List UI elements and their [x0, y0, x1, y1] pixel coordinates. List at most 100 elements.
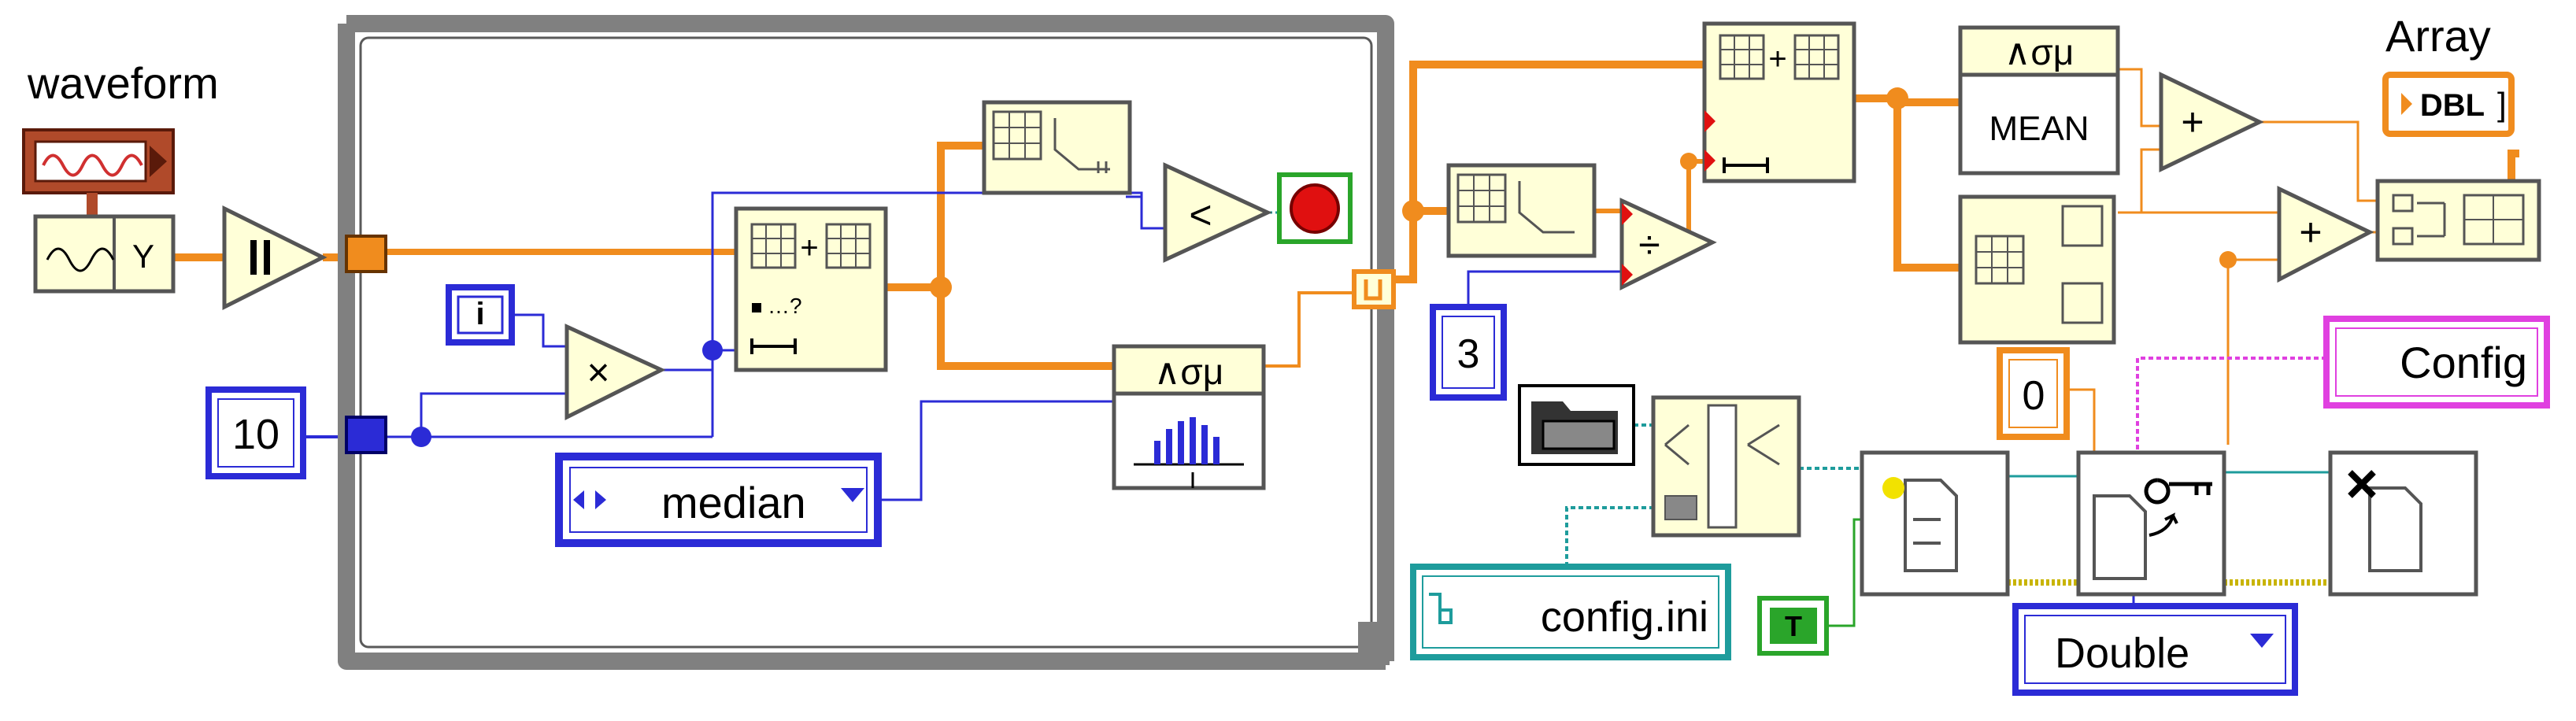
- file-close-icon: [2368, 486, 2422, 572]
- divide-node[interactable]: ÷: [1619, 198, 1717, 291]
- zero-value: 0: [2023, 373, 2045, 419]
- less-glyph: <: [1189, 193, 1212, 237]
- add-glyph-1: +: [2181, 100, 2204, 144]
- less-than-node[interactable]: <: [1163, 162, 1272, 263]
- divide-glyph: ÷: [1638, 223, 1660, 267]
- stats-glyph: ∧σμ: [1154, 351, 1224, 392]
- add-node-2[interactable]: +: [2277, 186, 2374, 283]
- section-value: Config: [2400, 338, 2527, 387]
- waveform-connector: [87, 193, 98, 216]
- wire-to-build2: [1409, 61, 1704, 211]
- ellipsis-glyph: …?: [768, 294, 802, 318]
- y-component-label: Y: [132, 238, 154, 275]
- file-icon: [2093, 494, 2147, 580]
- path-constant[interactable]: config.ini: [1410, 564, 1731, 660]
- mean-stats-glyph: ∧σμ: [2004, 31, 2074, 72]
- waveform-control[interactable]: [22, 128, 175, 194]
- waveform-icon: [42, 153, 143, 177]
- add-glyph-2: +: [2299, 210, 2322, 254]
- close-config-node[interactable]: [2328, 450, 2478, 597]
- build-array-node[interactable]: + …?: [734, 206, 888, 372]
- junction-dot: [1402, 200, 1424, 222]
- build-path-node[interactable]: [1651, 395, 1801, 538]
- loop-count-constant[interactable]: 10: [205, 386, 306, 479]
- svg-text:]: ]: [2497, 86, 2507, 123]
- wire-to-stats: [937, 287, 1114, 370]
- junction-dot: [1680, 153, 1697, 170]
- index-tunnel-out: [1352, 269, 1396, 309]
- boolean-constant[interactable]: T: [1757, 596, 1829, 656]
- bool-value: T: [1785, 610, 1802, 642]
- iteration-label: i: [476, 297, 484, 331]
- add-node-1[interactable]: +: [2159, 72, 2264, 172]
- mode-value: median: [661, 478, 806, 527]
- wire-path-to-build: [1565, 506, 1653, 567]
- svg-text:+: +: [1768, 42, 1786, 76]
- wire-to-reshape: [937, 142, 984, 287]
- stop-terminal[interactable]: [1277, 172, 1353, 244]
- multiply-glyph: ×: [587, 350, 609, 394]
- junction-dot: [1886, 87, 1908, 109]
- wire-bool-to-open: [1827, 518, 1862, 627]
- wire-loop-to-less: [711, 191, 1165, 437]
- shift-tunnel-orange: [345, 235, 387, 273]
- wire-zero-to-read: [2067, 388, 2096, 453]
- wire-i-to-mult: [512, 313, 565, 348]
- wire-section-to-read: [2136, 357, 2326, 453]
- svg-text:+: +: [800, 231, 818, 265]
- wire-to-array-subset: [1893, 98, 1960, 272]
- wire-three-to-divide: [1467, 270, 1630, 307]
- array-grid-icon: [750, 223, 797, 269]
- get-waveform-components[interactable]: Y: [33, 214, 176, 294]
- mean-node[interactable]: ∧σμ MEAN: [1958, 25, 2120, 176]
- type-dropdown-arrow-icon: [2250, 634, 2274, 648]
- path-icon: [1429, 593, 1453, 624]
- wire-stats-out: [1264, 291, 1354, 368]
- reshape-array-node-2[interactable]: [1446, 163, 1597, 258]
- path-value: config.ini: [1541, 593, 1708, 641]
- count-tunnel-blue: [345, 416, 387, 454]
- build-array-node-3[interactable]: [2375, 179, 2541, 262]
- sine-icon: [46, 247, 115, 272]
- junction-dot: [2219, 251, 2237, 268]
- wire-count-to-mult: [382, 392, 565, 438]
- array-subset-node[interactable]: [1958, 194, 2116, 345]
- divisor-constant[interactable]: 3: [1430, 304, 1507, 401]
- type-value: Double: [2055, 630, 2189, 677]
- waveform-label: waveform: [27, 58, 219, 108]
- type-ring-constant[interactable]: Double: [2012, 603, 2298, 696]
- dropdown-arrow-icon: [841, 488, 864, 502]
- section-constant[interactable]: Config: [2323, 316, 2550, 409]
- key-icon: [2144, 478, 2212, 505]
- read-key-node[interactable]: [2076, 450, 2226, 597]
- loop-border-inner: [359, 36, 1373, 649]
- increment-arrows-icon: [573, 490, 606, 509]
- mean-label: MEAN: [1989, 109, 2089, 148]
- mode-ring-constant[interactable]: median: [555, 453, 882, 547]
- zero-constant[interactable]: 0: [1997, 347, 2070, 440]
- wire-mult-to-build: [661, 349, 736, 372]
- iteration-terminal: i: [446, 284, 515, 346]
- open-config-node[interactable]: [1860, 450, 2010, 597]
- indicator-arrow-icon: [2401, 93, 2412, 115]
- gain-node[interactable]: [222, 205, 328, 311]
- statistics-node[interactable]: ∧σμ: [1112, 344, 1266, 490]
- junction-dot: [702, 340, 723, 360]
- multiply-node[interactable]: ×: [564, 324, 666, 421]
- dbl-label: DBL: [2420, 88, 2485, 123]
- new-file-icon: [1904, 479, 1958, 572]
- control-arrow-icon: [150, 146, 167, 177]
- build-array-node-2[interactable]: +: [1702, 21, 1856, 183]
- stop-icon: [1290, 183, 1340, 234]
- wire-mode-to-stats: [878, 400, 1114, 501]
- junction-dots: [411, 87, 2237, 447]
- reshape-array-node[interactable]: [982, 100, 1132, 195]
- array-indicator[interactable]: DBL ]: [2382, 72, 2515, 137]
- default-directory-node[interactable]: [1518, 384, 1635, 466]
- junction-dot: [930, 276, 952, 298]
- loop-corner-tab: [1358, 622, 1390, 665]
- close-icon: [2348, 470, 2376, 498]
- wire-subset-to-add1: [2118, 148, 2161, 214]
- divisor-value: 3: [1457, 331, 1480, 377]
- wire-mean-to-add1: [2118, 68, 2161, 128]
